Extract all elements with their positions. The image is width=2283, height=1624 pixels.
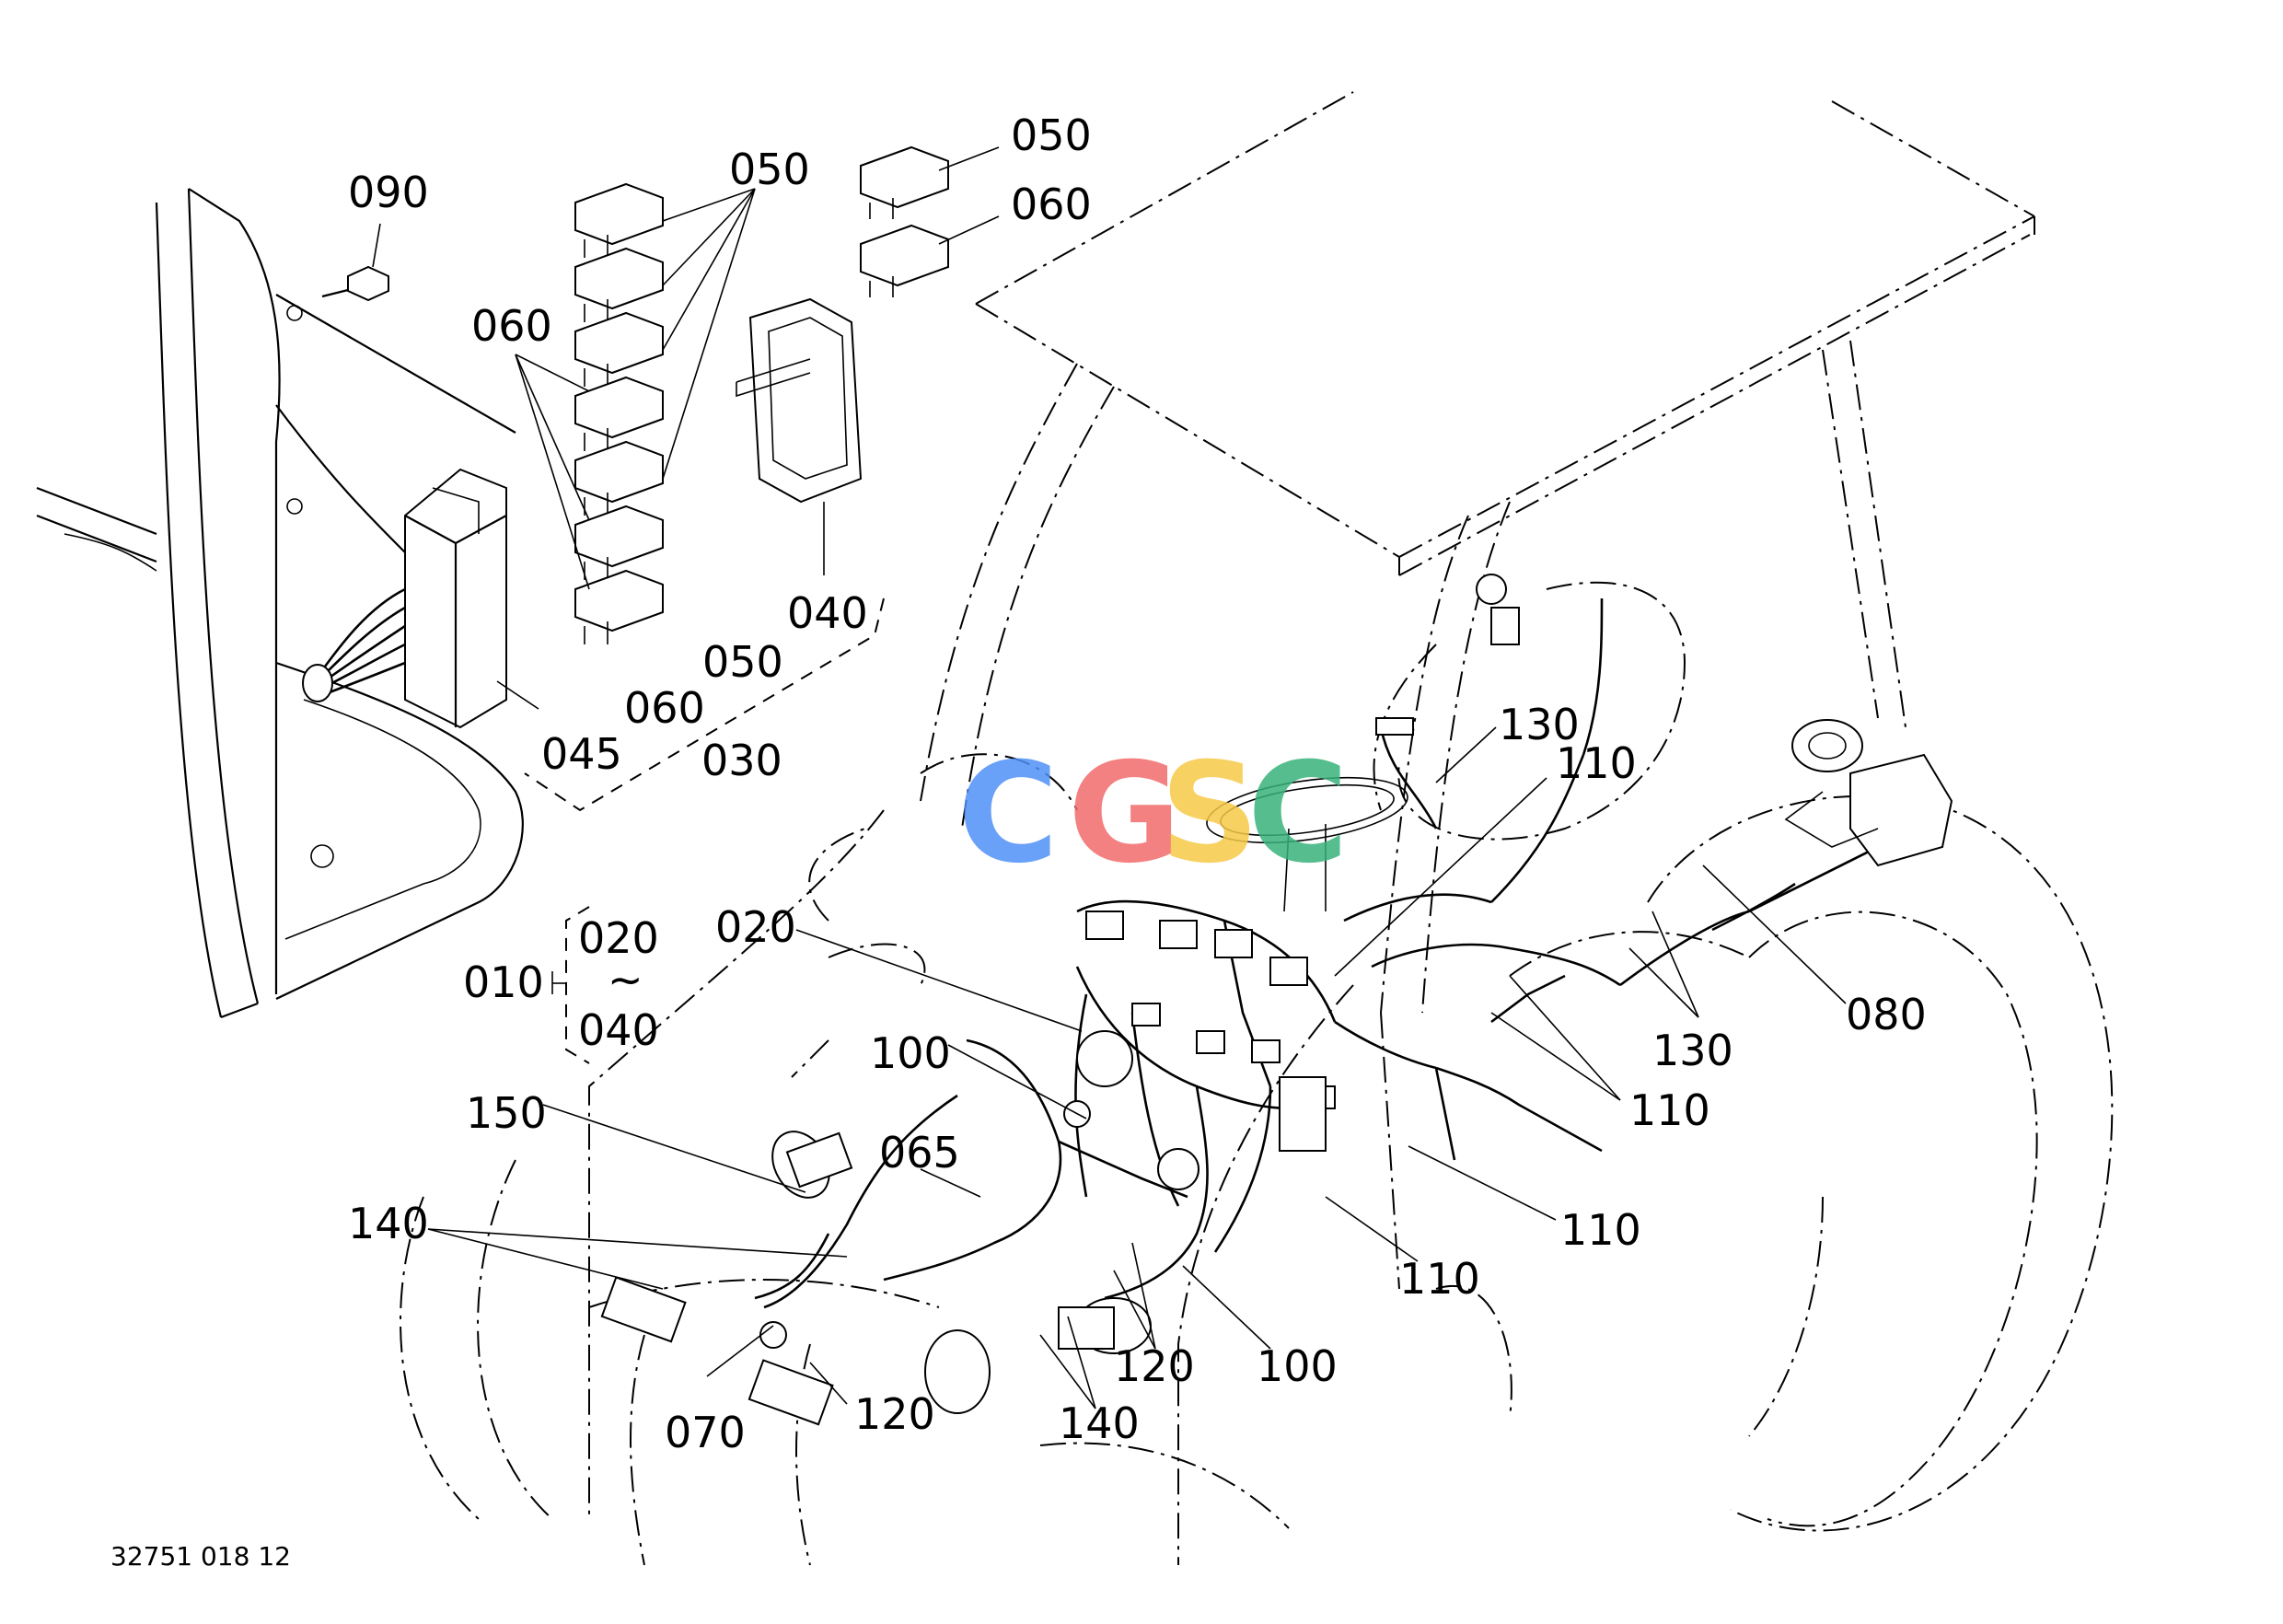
- callout-050-stack: 050: [729, 145, 810, 194]
- callout-090: 090: [348, 168, 429, 217]
- callout-020-range: 020: [578, 913, 659, 963]
- callout-120-left: 120: [854, 1389, 935, 1439]
- callout-140-left: 140: [348, 1199, 429, 1248]
- callout-050-group: 050: [702, 637, 783, 687]
- watermark-letter-c2: C: [1247, 734, 1349, 894]
- fuse-stack: [574, 182, 664, 644]
- callout-110-bottom: 110: [1399, 1254, 1480, 1304]
- callout-140-bottom: 140: [1059, 1398, 1140, 1448]
- callout-040-range: 040: [578, 1005, 659, 1055]
- steering-wheel: [1206, 777, 1408, 912]
- callout-080: 080: [1846, 990, 1927, 1039]
- fuse-cover-040: [736, 297, 863, 504]
- callout-010: 010: [463, 957, 544, 1007]
- watermark-letter-c1: C: [957, 734, 1059, 894]
- callout-040-cover: 040: [787, 588, 868, 638]
- group-bracket-030: [524, 597, 885, 812]
- callout-110-mid: 110: [1629, 1085, 1710, 1135]
- callout-100-bottom: 100: [1257, 1341, 1338, 1391]
- rops-canopy: [920, 91, 2035, 1014]
- watermark-letter-g: G: [1068, 734, 1181, 894]
- callout-150: 150: [466, 1088, 547, 1138]
- callout-110-lower: 110: [1560, 1205, 1641, 1255]
- callout-060-spare: 060: [1011, 180, 1092, 229]
- callout-020: 020: [715, 902, 796, 952]
- callout-065: 065: [879, 1128, 960, 1177]
- spare-fuses: [860, 145, 949, 297]
- watermark-letter-s: S: [1160, 734, 1259, 894]
- callout-030: 030: [701, 736, 782, 785]
- rear-wheel: [1509, 795, 2114, 1532]
- callout-100-top: 100: [870, 1028, 951, 1078]
- callout-070: 070: [665, 1408, 746, 1457]
- callout-060-stack: 060: [471, 301, 552, 351]
- wiring-harness: [600, 574, 1953, 1426]
- callout-120-right: 120: [1114, 1341, 1195, 1391]
- leader-lines: [372, 146, 1847, 1409]
- callout-labels: 090 050 050 060 060 040 050 060 030 045 …: [110, 110, 1927, 1572]
- callout-110-top: 110: [1556, 738, 1637, 788]
- callout-060-group: 060: [624, 683, 705, 733]
- fuse-box-045: [302, 468, 507, 729]
- watermark: C G S C: [957, 734, 1349, 894]
- callout-130-top: 130: [1499, 700, 1580, 749]
- bolt-090: [321, 265, 389, 302]
- callout-045: 045: [541, 729, 622, 779]
- range-bracket-010: [551, 906, 590, 1064]
- drawing-code: 32751 018 12: [110, 1541, 291, 1572]
- callout-050-spare: 050: [1011, 110, 1092, 160]
- callout-130-bottom: 130: [1652, 1026, 1733, 1075]
- callout-range-tilde: ~: [608, 955, 643, 1004]
- fender-panel: [36, 188, 524, 1019]
